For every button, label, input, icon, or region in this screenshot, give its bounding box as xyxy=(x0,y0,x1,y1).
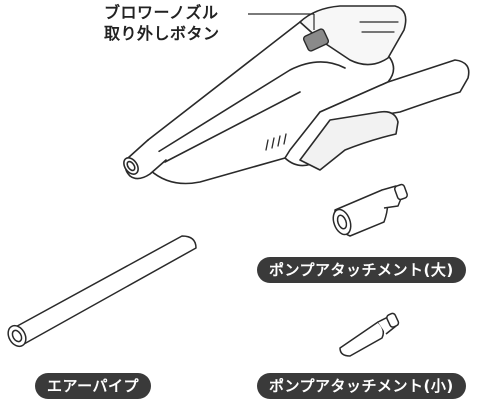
nozzle-release-callout: ブロワーノズル 取り外しボタン xyxy=(104,2,254,44)
label-pump-attachment-large: ポンプアタッチメント(大) xyxy=(257,257,466,283)
label-air-pipe: エアーパイプ xyxy=(35,373,151,399)
callout-line-2: 取り外しボタン xyxy=(104,24,220,43)
pump-attachment-small-illustration xyxy=(339,312,400,357)
air-pipe-illustration xyxy=(7,235,197,348)
callout-line-1: ブロワーノズル xyxy=(104,3,219,22)
pump-attachment-large-illustration xyxy=(332,183,408,237)
label-pump-attachment-small: ポンプアタッチメント(小) xyxy=(257,373,466,399)
nozzle-release-button xyxy=(302,28,330,52)
blower-body xyxy=(123,5,470,185)
